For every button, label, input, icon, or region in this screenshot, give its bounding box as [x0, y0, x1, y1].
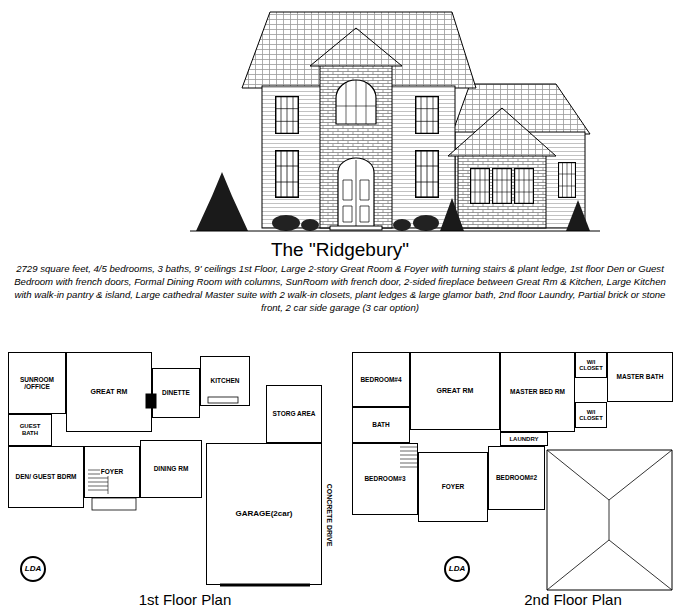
shrub — [272, 215, 300, 231]
center-stone — [320, 62, 392, 228]
room-box: W/I CLOSET — [575, 352, 607, 378]
house-elevation — [190, 12, 600, 231]
plan-title: The "Ridgebury" — [0, 239, 680, 261]
room-name: DINETTE — [161, 389, 191, 396]
room-box: DEN/ GUEST BDRM — [8, 446, 84, 508]
room-name: BEDROOM#3 — [363, 475, 406, 482]
roof-hip — [547, 450, 672, 590]
arched-window-grid — [336, 80, 376, 124]
room-box: KITCHEN — [200, 356, 250, 406]
plan-heading: 2nd Floor Plan — [488, 591, 658, 608]
center-gable — [310, 28, 402, 66]
window — [514, 168, 534, 204]
room-name: BEDROOM#2 — [495, 474, 538, 481]
window — [275, 150, 299, 198]
logo-badge: LDA — [20, 556, 46, 582]
room-box: MASTER BATH — [607, 352, 673, 402]
room-name: DINING RM — [153, 465, 190, 472]
room-name: DEN/ GUEST BDRM — [14, 473, 77, 480]
floor-plan: 2nd Floor Plan BEDROOM#4GREAT RM W/I CLOSE… — [348, 346, 676, 608]
porch — [92, 498, 136, 510]
room-box: FOYER — [84, 446, 140, 498]
room-box: GARAGE(2car) — [206, 443, 322, 585]
room-box: STORG AREA — [266, 385, 322, 443]
room-box: GUEST BATH — [8, 414, 52, 446]
room-box: W/I CLOSET — [575, 402, 607, 428]
window — [492, 168, 512, 204]
shrub — [393, 219, 411, 231]
logo-text: LDA — [449, 565, 465, 573]
plan-description: 2729 square feet, 4/5 bedrooms, 3 baths,… — [6, 262, 674, 314]
room-box: DINING RM — [140, 440, 202, 498]
window — [415, 150, 439, 198]
stairs — [400, 447, 418, 467]
room-box: BEDROOM#2 — [488, 446, 545, 510]
window — [470, 168, 490, 204]
door-panels — [343, 160, 369, 228]
arched-window — [336, 80, 376, 124]
room-name: W/I CLOSET — [577, 359, 605, 372]
room-name: GUEST BATH — [10, 423, 50, 436]
window — [275, 96, 299, 134]
room-name: MASTER BATH — [616, 373, 665, 380]
window — [558, 162, 576, 198]
room-name: W/I CLOSET — [577, 409, 605, 422]
window — [415, 96, 439, 134]
room-name: SUNROOM /OFFICE — [10, 376, 64, 390]
room-box: GREAT RM — [410, 352, 500, 430]
fireplace — [146, 394, 156, 408]
garage-door — [220, 584, 310, 587]
room-name: LAUNDRY — [508, 436, 539, 443]
room-name: STORG AREA — [272, 410, 317, 417]
gable-roof — [448, 108, 556, 156]
shrub — [413, 215, 439, 231]
gable-stone — [458, 152, 546, 228]
room-name: FOYER — [100, 468, 124, 475]
room-box: GREAT RM — [66, 352, 152, 432]
tree — [440, 198, 464, 231]
floor-plan: 1st Floor Plan SUNROOM /OFFICE GREAT RM DIN… — [4, 346, 336, 608]
room-box: FOYER — [418, 452, 488, 522]
plan-details — [88, 394, 672, 590]
room-box: BEDROOM#3 — [352, 443, 418, 515]
room-name: MASTER BED RM — [509, 388, 566, 395]
ground — [190, 231, 600, 232]
logo-badge: LDA — [444, 556, 470, 582]
room-name: FOYER — [441, 483, 465, 490]
room-box: MASTER BED RM — [500, 352, 575, 432]
shrub — [301, 219, 319, 231]
room-name: GARAGE(2car) — [235, 510, 294, 519]
room-box: SUNROOM /OFFICE — [8, 352, 66, 414]
room-name: KITCHEN — [210, 377, 241, 384]
room-name: GREAT RM — [90, 388, 129, 396]
room-box: DINETTE — [152, 368, 200, 418]
room-name: BATH — [371, 421, 391, 428]
room-box: LAUNDRY — [500, 432, 548, 446]
logo-text: LDA — [25, 565, 41, 573]
room-name: BEDROOM#4 — [359, 376, 402, 383]
room-box: BATH — [352, 407, 410, 443]
room-name: GREAT RM — [436, 387, 475, 395]
plan-heading: 1st Floor Plan — [100, 591, 270, 608]
tree — [566, 200, 590, 231]
drive-label: CONCRETE DRIVE — [326, 484, 333, 547]
step — [330, 226, 382, 230]
kitchen-island — [208, 397, 238, 403]
room-box: BEDROOM#4 — [352, 352, 410, 407]
tree — [196, 172, 248, 231]
front-door — [338, 158, 374, 228]
roof-outline — [547, 450, 672, 590]
